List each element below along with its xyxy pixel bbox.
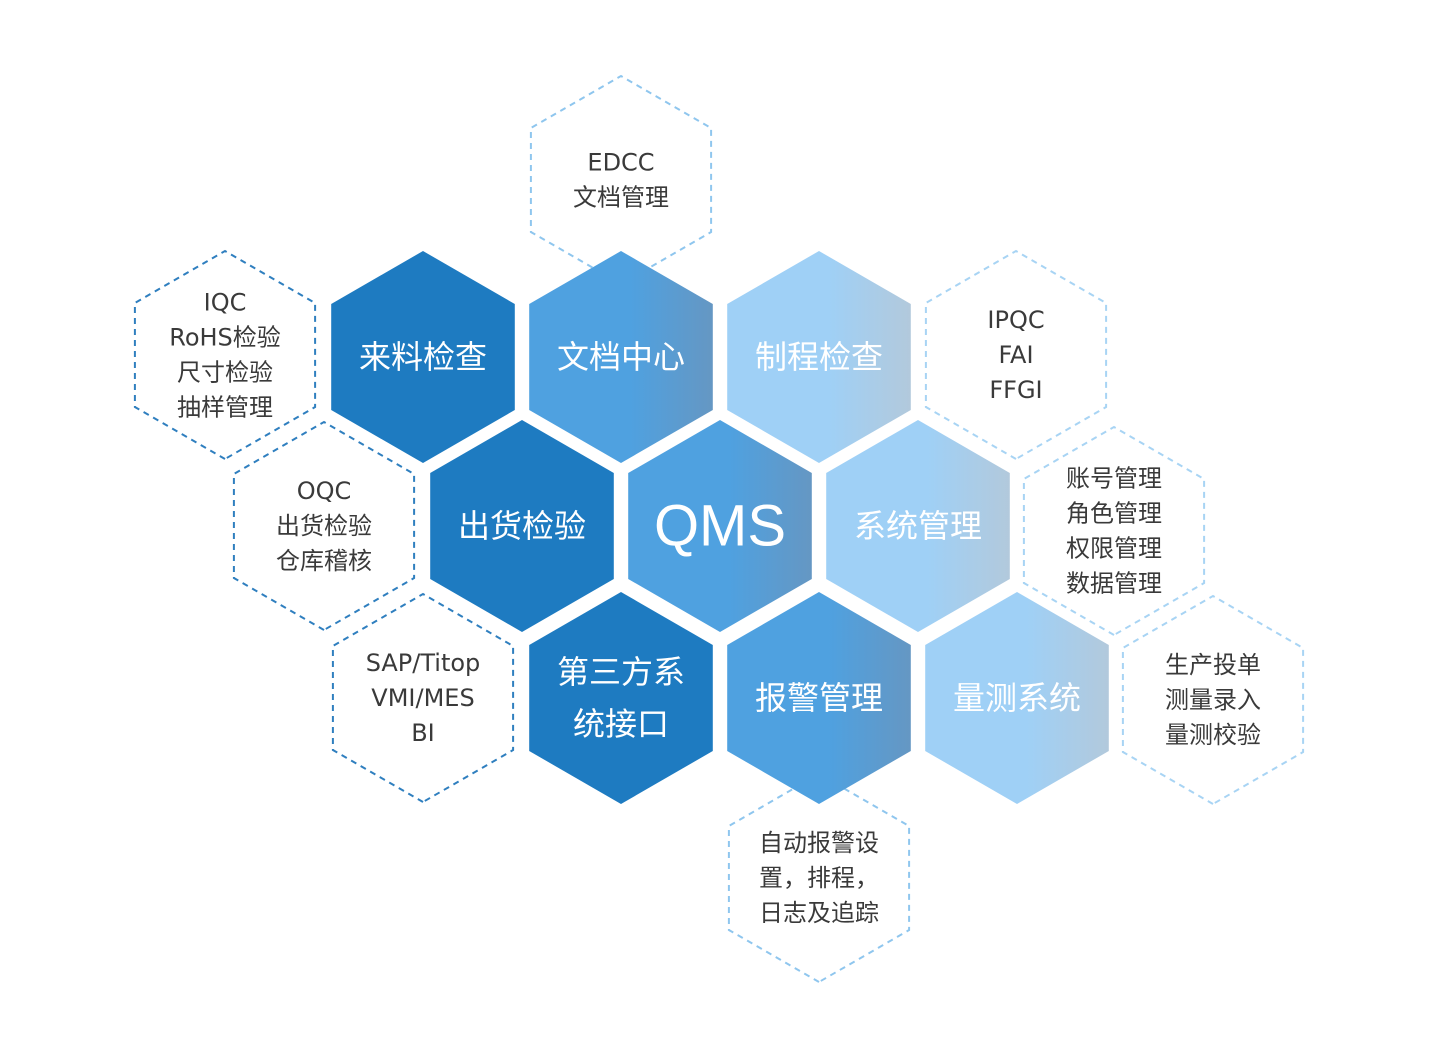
module-hex-system	[826, 420, 1010, 632]
module-label-process-line-1: 制程检查	[755, 338, 883, 376]
detail-label-erp-line-3: BI	[411, 719, 435, 747]
detail-label-alarm-settings-line-1: 自动报警设	[759, 829, 879, 857]
detail-label-production-line-3: 量测校验	[1165, 721, 1261, 749]
detail-label-accounts-line-2: 角色管理	[1066, 500, 1162, 528]
module-label-alarm-line-1: 报警管理	[755, 679, 883, 717]
detail-label-oqc-line-3: 仓库稽核	[276, 547, 372, 575]
module-label-thirdparty: 第三方系统接口	[557, 653, 685, 743]
detail-hex-accounts	[1022, 425, 1206, 637]
center-label: QMS	[654, 494, 786, 559]
detail-label-erp-line-2: VMI/MES	[371, 684, 474, 712]
detail-label-accounts: 账号管理角色管理权限管理数据管理	[1066, 465, 1162, 598]
module-label-thirdparty-line-2: 统接口	[573, 705, 669, 743]
detail-label-ipqc-line-2: FAI	[998, 341, 1033, 369]
detail-hex-erp	[331, 592, 515, 804]
detail-label-alarm-settings-line-2: 置，排程，	[759, 864, 879, 892]
detail-label-accounts-line-1: 账号管理	[1066, 465, 1162, 493]
detail-hex-iqc	[133, 249, 317, 461]
detail-label-production-line-1: 生产投单	[1165, 651, 1261, 679]
detail-label-edcc: EDCC 文档管理	[573, 149, 669, 212]
module-label-system-line-1: 系统管理	[854, 507, 982, 545]
module-label-shipping: 出货检验	[458, 507, 586, 545]
detail-label-oqc: OQC 出货检验仓库稽核	[276, 477, 372, 575]
module-hex-process	[727, 251, 911, 463]
detail-label-accounts-line-3: 权限管理	[1066, 535, 1162, 563]
module-label-shipping-line-1: 出货检验	[458, 507, 586, 545]
module-label-system: 系统管理	[854, 507, 982, 545]
detail-label-iqc: IQC RoHS检验尺寸检验抽样管理	[169, 289, 281, 422]
detail-label-iqc-line-2: RoHS检验	[169, 324, 281, 352]
detail-label-production-line-2: 测量录入	[1165, 686, 1261, 714]
detail-hex-oqc	[232, 420, 416, 632]
module-label-process: 制程检查	[755, 338, 883, 376]
module-hex-thirdparty	[529, 592, 713, 804]
module-label-alarm: 报警管理	[755, 679, 883, 717]
module-hex-shipping	[430, 420, 614, 632]
detail-label-iqc-line-1: IQC	[204, 289, 247, 317]
module-hex-alarm	[727, 592, 911, 804]
center-hex	[628, 420, 812, 632]
module-label-measure: 量测系统	[953, 679, 1081, 717]
detail-hex-edcc	[529, 74, 713, 286]
detail-label-iqc-line-3: 尺寸检验	[177, 359, 273, 387]
detail-label-accounts-line-4: 数据管理	[1066, 570, 1162, 598]
detail-label-oqc-line-2: 出货检验	[276, 512, 372, 540]
detail-label-ipqc-line-3: FFGI	[989, 376, 1042, 404]
module-hex-measure	[925, 592, 1109, 804]
detail-label-ipqc-line-1: IPQC	[987, 306, 1044, 334]
detail-hex-production	[1121, 594, 1305, 806]
detail-label-production: 生产投单测量录入量测校验	[1165, 651, 1261, 749]
detail-label-alarm-settings: 自动报警设置，排程， 日志及追踪	[759, 829, 879, 927]
detail-label-erp-line-1: SAP/Titop	[366, 649, 481, 677]
module-label-docs-line-1: 文档中心	[557, 338, 685, 376]
detail-label-edcc-line-2: 文档管理	[573, 184, 669, 212]
detail-label-oqc-line-1: OQC	[297, 477, 352, 505]
module-hex-docs	[529, 251, 713, 463]
detail-label-ipqc: IPQC FAI FFGI	[987, 306, 1044, 404]
detail-label-edcc-line-1: EDCC	[587, 149, 654, 177]
detail-hex-ipqc	[924, 249, 1108, 461]
module-label-incoming-line-1: 来料检查	[359, 338, 487, 376]
module-label-thirdparty-line-1: 第三方系	[557, 653, 685, 691]
detail-label-alarm-settings-line-3: 日志及追踪	[759, 899, 879, 927]
module-hex-incoming	[331, 251, 515, 463]
detail-label-iqc-line-4: 抽样管理	[177, 394, 273, 422]
module-label-docs: 文档中心	[557, 338, 685, 376]
module-label-measure-line-1: 量测系统	[953, 679, 1081, 717]
module-label-incoming: 来料检查	[359, 338, 487, 376]
